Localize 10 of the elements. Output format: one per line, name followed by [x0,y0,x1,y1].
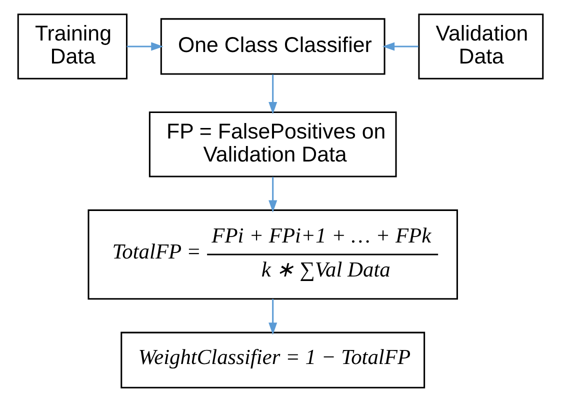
arrow [268,176,278,212]
arrow [268,298,278,335]
arrow [382,42,418,51]
arrow [126,42,164,51]
node-box: Training Data [17,14,128,80]
arrow [268,74,278,114]
node-box: Validation Data [418,14,544,80]
node-box: One Class Classifier [160,18,386,75]
node-box: FP = FalsePositives on Validation Data [148,112,397,178]
node-box: WeightClassifier = 1 − TotalFP [120,332,426,388]
